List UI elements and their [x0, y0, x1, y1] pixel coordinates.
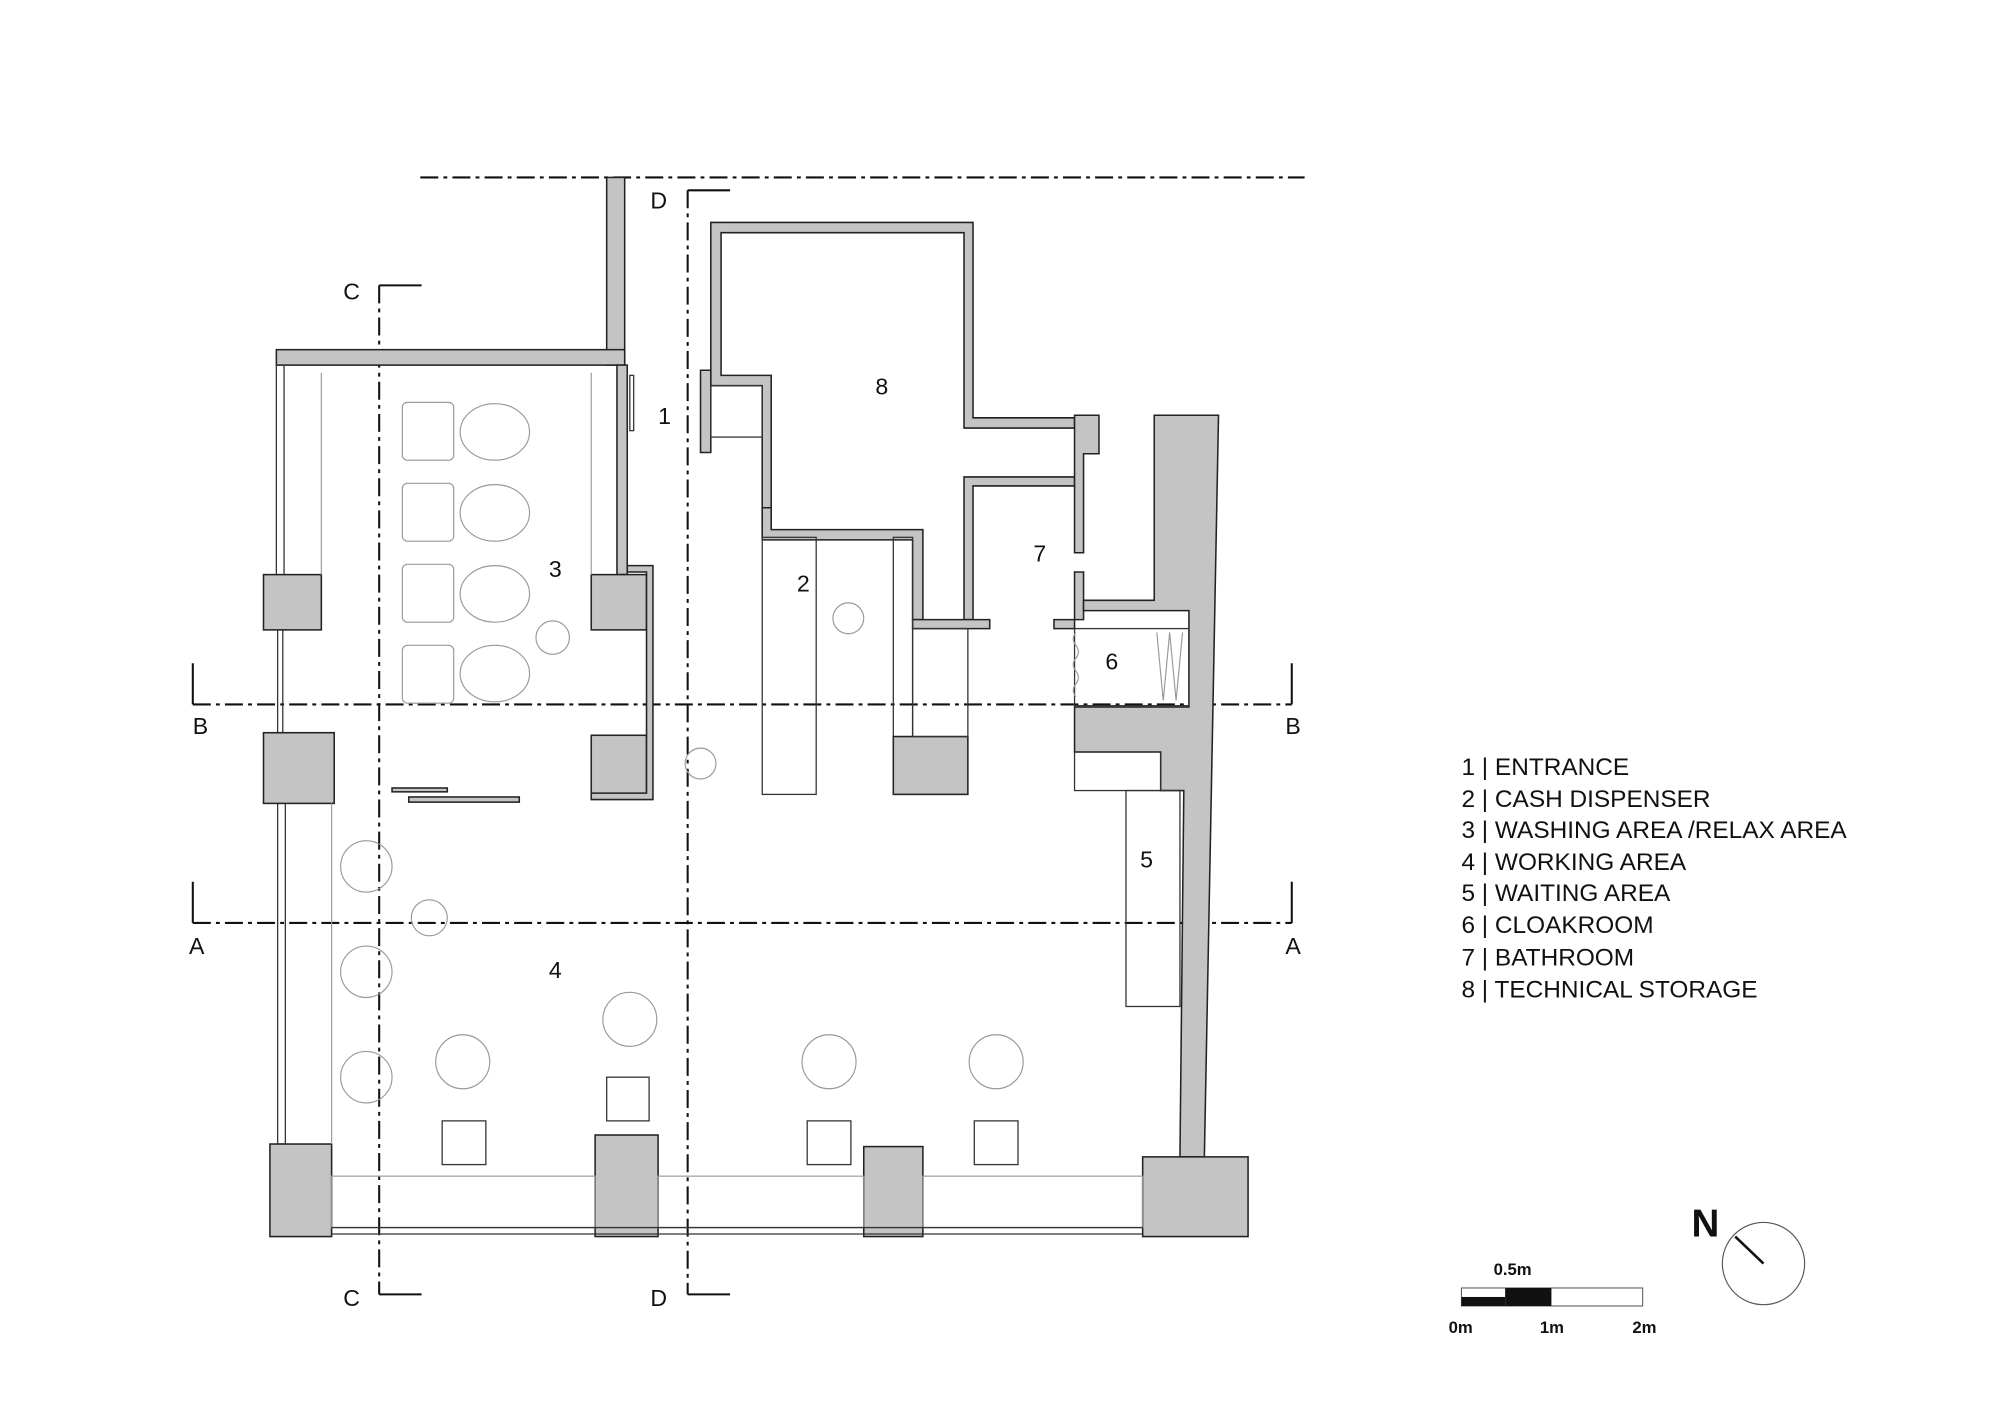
section-label-c-top: C [343, 279, 360, 305]
section-lines [191, 176, 1305, 1296]
scale-label-half: 0.5m [1494, 1260, 1532, 1279]
legend-item: 3 | WASHING AREA /RELAX AREA [1461, 817, 1847, 844]
north-arrow-icon: N [1692, 1203, 1806, 1306]
section-label-d-bottom: D [650, 1285, 667, 1311]
legend-item: 1 | ENTRANCE [1461, 754, 1629, 781]
room-number-bathroom: 7 [1033, 541, 1046, 567]
room-number-cloakroom: 6 [1105, 649, 1118, 675]
section-markers: B B A A C C D D [189, 187, 1301, 1311]
scale-label-1: 1m [1540, 1318, 1564, 1337]
walls [262, 176, 1249, 1238]
room-numbers: 1 2 3 4 5 6 7 8 [549, 374, 1153, 984]
legend-item: 2 | CASH DISPENSER [1461, 786, 1710, 813]
room-number-cash-dispenser: 2 [797, 570, 810, 596]
section-label-d-top: D [650, 187, 667, 213]
legend-item: 7 | BATHROOM [1461, 944, 1634, 971]
section-label-a-right: A [1285, 933, 1301, 959]
room-number-waiting-area: 5 [1140, 847, 1153, 873]
room-number-washing-area: 3 [549, 556, 562, 582]
legend-item: 6 | CLOAKROOM [1461, 912, 1653, 939]
room-number-entrance: 1 [658, 403, 671, 429]
scale-label-2: 2m [1632, 1318, 1656, 1337]
legend-item: 8 | TECHNICAL STORAGE [1461, 976, 1757, 1003]
scale-bar: 0.5m 0m 1m 2m [1449, 1260, 1657, 1337]
section-label-b-left: B [193, 713, 208, 739]
north-label: N [1692, 1203, 1720, 1246]
section-label-b-right: B [1285, 713, 1300, 739]
room-number-working-area: 4 [549, 957, 562, 983]
legend-item: 4 | WORKING AREA [1461, 849, 1686, 876]
room-number-technical-storage: 8 [875, 374, 888, 400]
legend: 1 | ENTRANCE 2 | CASH DISPENSER 3 | WASH… [1461, 754, 1847, 1003]
section-label-a-left: A [189, 933, 205, 959]
section-label-c-bottom: C [343, 1285, 360, 1311]
legend-item: 5 | WAITING AREA [1461, 880, 1671, 907]
furniture [340, 401, 1024, 1166]
scale-label-0: 0m [1449, 1318, 1473, 1337]
